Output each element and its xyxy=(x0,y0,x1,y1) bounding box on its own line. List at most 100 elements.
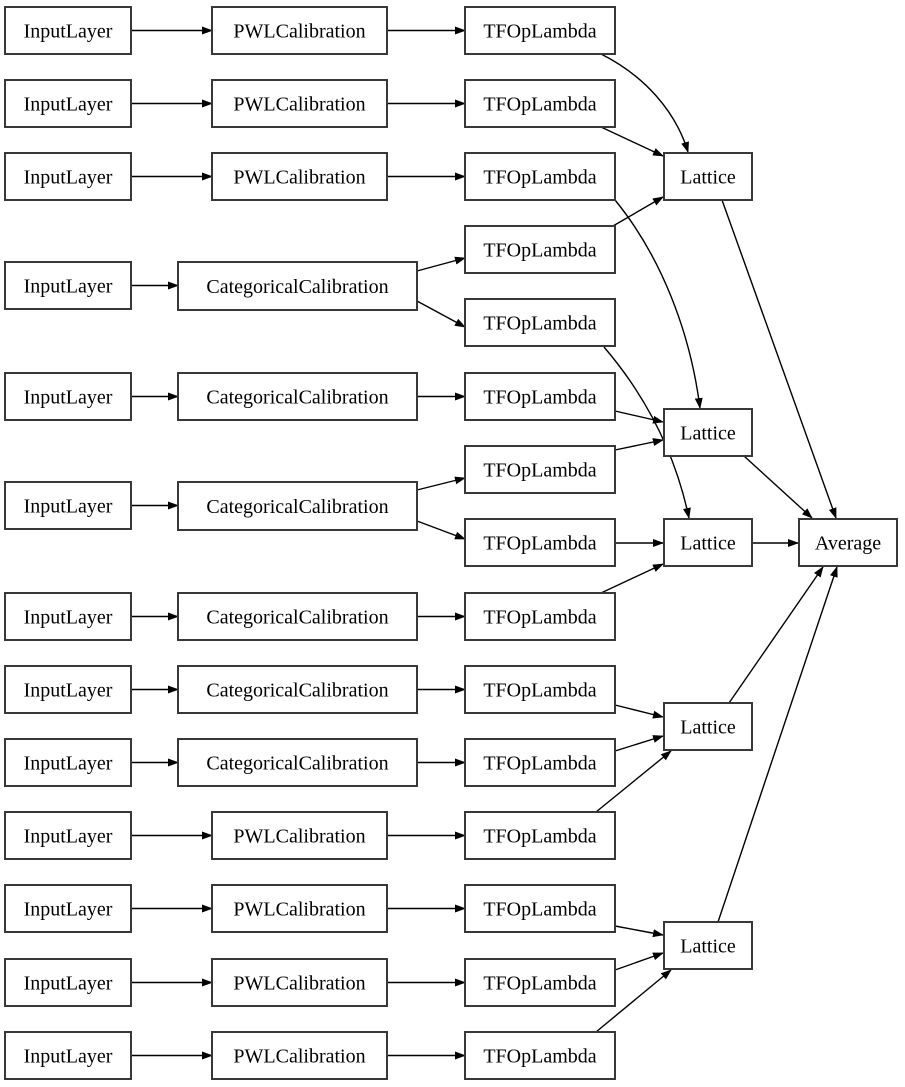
node-label-t1: TFOpLambda xyxy=(483,94,596,116)
node-box-cat3 xyxy=(177,592,418,641)
node-t14: TFOpLambda xyxy=(464,1031,616,1080)
node-il12: InputLayer xyxy=(4,1031,132,1080)
node-label-lat4: Lattice xyxy=(680,936,736,958)
node-box-t5 xyxy=(464,372,616,421)
edge-lat3-to-avg xyxy=(728,566,824,704)
node-box-cat5 xyxy=(177,738,418,787)
node-label-t12: TFOpLambda xyxy=(483,899,596,921)
node-box-t4 xyxy=(464,298,616,347)
node-layer: InputLayerInputLayerInputLayerInputLayer… xyxy=(4,6,898,1080)
node-label-cat5: CategoricalCalibration xyxy=(206,753,388,775)
node-box-il4 xyxy=(4,372,132,421)
node-cat4: CategoricalCalibration xyxy=(177,665,418,714)
node-label-cat2: CategoricalCalibration xyxy=(206,496,388,518)
node-il9: InputLayer xyxy=(4,811,132,860)
node-label-lat2: Lattice xyxy=(680,533,736,555)
edge-t10-to-lat3 xyxy=(614,735,664,752)
node-cat2: CategoricalCalibration xyxy=(177,481,418,531)
node-label-t11: TFOpLambda xyxy=(483,826,596,848)
node-box-il10 xyxy=(4,884,132,933)
edge-t13-to-lat4 xyxy=(614,952,664,971)
edge-t12-to-lat4 xyxy=(614,925,664,938)
node-box-t11 xyxy=(464,811,616,860)
node-cat3: CategoricalCalibration xyxy=(177,592,418,641)
edge-t11-to-lat3 xyxy=(595,750,672,813)
node-label-il1: InputLayer xyxy=(24,94,113,116)
node-label-t14: TFOpLambda xyxy=(483,1046,596,1068)
node-label-il6: InputLayer xyxy=(24,607,113,629)
node-label-il11: InputLayer xyxy=(24,973,113,995)
edge-t4-to-lat2 xyxy=(603,346,691,519)
node-label-il12: InputLayer xyxy=(24,1046,113,1068)
node-box-il7 xyxy=(4,665,132,714)
node-t11: TFOpLambda xyxy=(464,811,616,860)
node-lat2: Lattice xyxy=(663,518,753,567)
node-t9: TFOpLambda xyxy=(464,665,616,714)
node-pwl4: PWLCalibration xyxy=(211,884,388,933)
node-box-pwl6 xyxy=(211,1031,388,1080)
node-t8: TFOpLambda xyxy=(464,592,616,641)
node-box-t0 xyxy=(464,6,616,55)
node-il2: InputLayer xyxy=(4,152,132,201)
node-box-t12 xyxy=(464,884,616,933)
node-il0: InputLayer xyxy=(4,6,132,55)
node-label-cat0: CategoricalCalibration xyxy=(206,276,388,298)
node-box-t8 xyxy=(464,592,616,641)
node-box-il0 xyxy=(4,6,132,55)
node-box-t2 xyxy=(464,152,616,201)
node-il8: InputLayer xyxy=(4,738,132,787)
node-box-lat4 xyxy=(663,921,753,970)
node-pwl0: PWLCalibration xyxy=(211,6,388,55)
node-pwl6: PWLCalibration xyxy=(211,1031,388,1080)
node-cat1: CategoricalCalibration xyxy=(177,372,418,421)
node-lat4: Lattice xyxy=(663,921,753,970)
node-il1: InputLayer xyxy=(4,79,132,128)
node-t0: TFOpLambda xyxy=(464,6,616,55)
edge-t9-to-lat3 xyxy=(614,704,664,719)
node-label-t2: TFOpLambda xyxy=(483,167,596,189)
edge-cat0-to-t4 xyxy=(416,300,466,328)
node-label-pwl0: PWLCalibration xyxy=(233,21,365,43)
node-box-t7 xyxy=(464,518,616,567)
node-pwl3: PWLCalibration xyxy=(211,811,388,860)
node-box-t6 xyxy=(464,445,616,494)
node-t5: TFOpLambda xyxy=(464,372,616,421)
node-label-t0: TFOpLambda xyxy=(483,21,596,43)
node-box-t14 xyxy=(464,1031,616,1080)
node-label-t13: TFOpLambda xyxy=(483,973,596,995)
node-box-pwl2 xyxy=(211,152,388,201)
edge-t0-to-lat0 xyxy=(600,53,689,153)
node-avg: Average xyxy=(798,518,898,567)
node-label-pwl5: PWLCalibration xyxy=(233,973,365,995)
node-label-cat1: CategoricalCalibration xyxy=(206,387,388,409)
node-box-lat1 xyxy=(663,408,753,457)
node-box-il6 xyxy=(4,592,132,641)
node-box-cat4 xyxy=(177,665,418,714)
node-box-lat0 xyxy=(663,152,753,201)
edge-t1-to-lat0 xyxy=(600,126,664,157)
node-box-cat1 xyxy=(177,372,418,421)
node-il7: InputLayer xyxy=(4,665,132,714)
node-label-cat3: CategoricalCalibration xyxy=(206,607,388,629)
node-t3: TFOpLambda xyxy=(464,225,616,274)
node-il10: InputLayer xyxy=(4,884,132,933)
node-label-t5: TFOpLambda xyxy=(483,387,596,409)
edge-cat2-to-t6 xyxy=(416,476,466,491)
edge-layer xyxy=(131,26,838,1060)
node-label-lat1: Lattice xyxy=(680,423,736,445)
node-label-pwl3: PWLCalibration xyxy=(233,826,365,848)
node-box-il1 xyxy=(4,79,132,128)
node-label-lat3: Lattice xyxy=(680,717,736,739)
edge-t5-to-lat1 xyxy=(614,410,664,424)
node-box-pwl5 xyxy=(211,958,388,1007)
node-box-t13 xyxy=(464,958,616,1007)
node-label-t8: TFOpLambda xyxy=(483,607,596,629)
node-t1: TFOpLambda xyxy=(464,79,616,128)
node-label-il5: InputLayer xyxy=(24,496,113,518)
node-box-pwl0 xyxy=(211,6,388,55)
edge-t2-to-lat1 xyxy=(614,199,703,409)
node-label-il3: InputLayer xyxy=(24,276,113,298)
edge-lat0-to-avg xyxy=(721,199,837,519)
node-pwl5: PWLCalibration xyxy=(211,958,388,1007)
node-il4: InputLayer xyxy=(4,372,132,421)
